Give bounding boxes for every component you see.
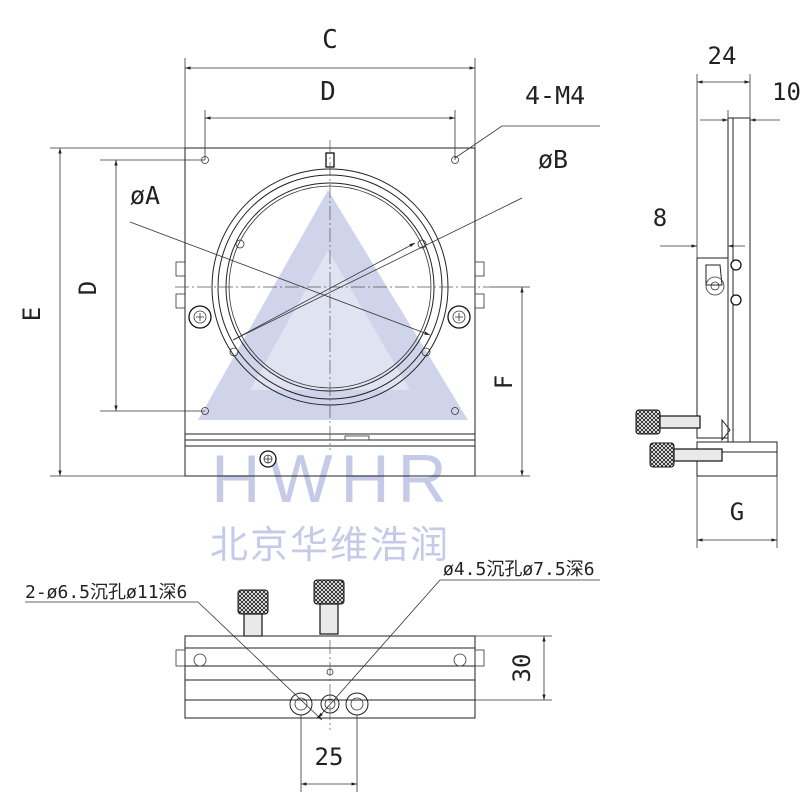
counterbore-hole-left <box>289 692 313 716</box>
side-view <box>635 117 778 477</box>
bottom-dimensions: 2-ø6.5沉孔ø11深6 ø4.5沉孔ø7.5深6 30 25 <box>25 559 595 792</box>
hole-spec-top: 4-M4 <box>525 81 585 110</box>
bottom-knob-left <box>237 589 269 615</box>
side-screw <box>730 294 742 306</box>
corner-hole <box>451 407 459 415</box>
side-knob-upper <box>635 409 661 435</box>
dim-label-8: 8 <box>653 204 667 232</box>
dim-label-phi-a: øA <box>130 181 160 210</box>
dim-label-e: E <box>18 307 46 321</box>
side-screw <box>730 259 742 271</box>
dim-label-10: 10 <box>772 78 800 106</box>
bottom-right-spec: ø4.5沉孔ø7.5深6 <box>443 559 595 580</box>
bottom-left-spec: 2-ø6.5沉孔ø11深6 <box>25 582 187 603</box>
dim-label-phi-b: øB <box>538 145 568 174</box>
watermark-company: 北京华维浩润 <box>210 525 450 567</box>
dim-label-f: F <box>490 375 518 389</box>
dim-label-g: G <box>730 498 744 526</box>
side-knob-lower <box>649 442 675 468</box>
side-dimensions: 24 10 8 G <box>653 42 800 548</box>
dim-label-c: C <box>322 25 338 55</box>
dim-label-d-left: D <box>74 281 102 295</box>
bottom-view <box>25 579 600 730</box>
dim-label-25: 25 <box>315 743 344 771</box>
front-dimensions: C D 4-M4 øB øA D E F <box>18 25 585 477</box>
bottom-knob-right <box>313 579 345 605</box>
counterbore-hole-right <box>345 692 369 716</box>
watermark-triangle-logo <box>198 190 468 420</box>
watermark-brand: HWHR <box>211 441 455 517</box>
dim-label-30: 30 <box>508 654 536 683</box>
dim-label-d-top: D <box>320 77 336 107</box>
front-view <box>129 125 600 477</box>
watermark: HWHR 北京华维浩润 <box>198 190 468 567</box>
dim-label-24: 24 <box>708 42 737 70</box>
side-plate <box>727 117 751 443</box>
